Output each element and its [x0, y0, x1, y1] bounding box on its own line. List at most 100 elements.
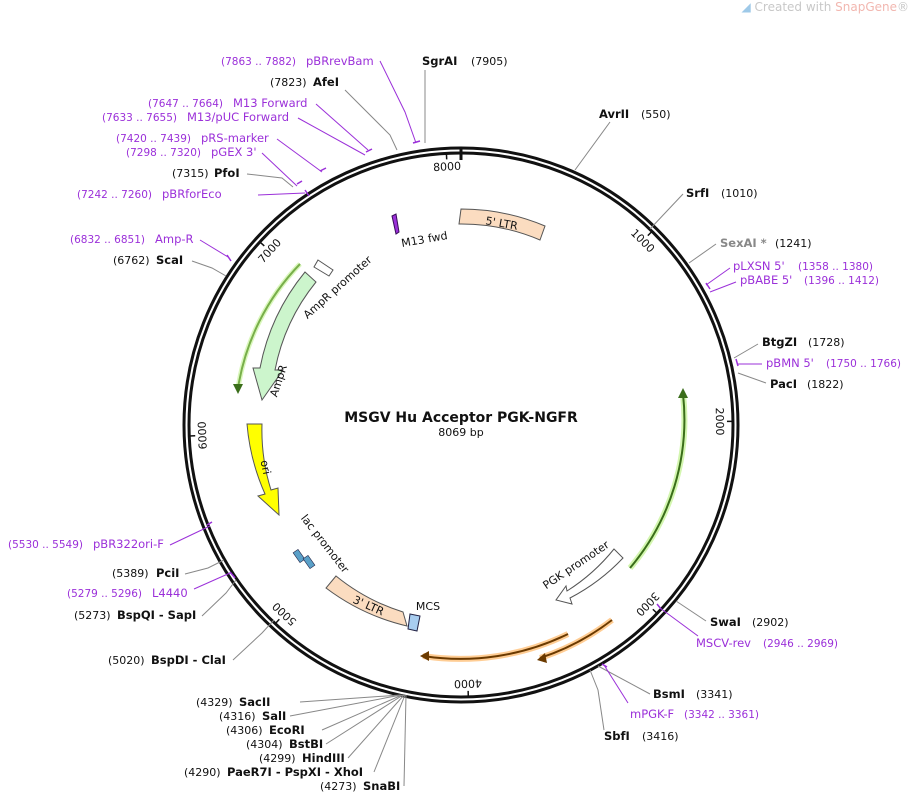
enzyme-sacii-name[interactable]: SacII: [239, 695, 270, 709]
primer-ticks: [206, 140, 739, 668]
ori-label: ori: [258, 459, 274, 476]
leader-paci: [737, 372, 767, 384]
tick-m13fwd: [365, 148, 373, 153]
primer-pbrrevbam-name[interactable]: pBRrevBam: [306, 54, 374, 68]
leader-sbfi: [589, 669, 605, 731]
primer-ampr-range: (6832 .. 6851): [70, 234, 145, 246]
enzyme-swai-name[interactable]: SwaI: [710, 615, 741, 629]
enzyme-afei-name[interactable]: AfeI: [313, 75, 339, 89]
enzyme-afei-pos: (7823): [270, 76, 307, 89]
watermark-brand: SnapGene: [835, 0, 897, 14]
primer-ampr-name[interactable]: Amp-R: [155, 232, 194, 246]
enzyme-bsmi-name[interactable]: BsmI: [653, 687, 685, 701]
leader-bsmi: [597, 665, 651, 695]
leader-pbrforeco: [257, 192, 306, 196]
enzyme-srfi-name[interactable]: SrfI: [686, 186, 709, 200]
enzyme-pcii-pos: (5389): [112, 567, 149, 580]
enzyme-avrii-name[interactable]: AvrII: [599, 107, 629, 121]
leader-hindiii: [347, 694, 405, 759]
ampr-feature[interactable]: [252, 271, 317, 402]
enzyme-srfi-pos: (1010): [721, 187, 758, 200]
primer-pbmn-range: (1750 .. 1766): [826, 358, 901, 370]
leader-msgvrev: [659, 607, 699, 637]
primer-plxsn-range: (1358 .. 1380): [798, 261, 873, 273]
tick-label-6000: 6000: [196, 421, 210, 450]
primer-pgex3-name[interactable]: pGEX 3': [211, 145, 257, 159]
leader-sali: [289, 694, 402, 717]
orange-cds-2[interactable]: [422, 633, 569, 660]
enzyme-hindiii-name[interactable]: HindIII: [302, 751, 345, 765]
watermark-logo-icon: ◢: [741, 0, 751, 14]
green-cds-right[interactable]: [629, 393, 686, 569]
primer-mpgkf-range: (3342 .. 3361): [684, 709, 759, 721]
primer-pbrrevbam-range: (7863 .. 7882): [221, 56, 296, 68]
primer-pgex3-range: (7298 .. 7320): [126, 147, 201, 159]
leader-srfi: [649, 193, 684, 230]
primer-mpgkf-name[interactable]: mPGK-F: [630, 707, 674, 721]
enzyme-pfoi-name[interactable]: PfoI: [214, 166, 240, 180]
enzyme-paci-pos: (1822): [807, 378, 844, 391]
enzyme-paer7i-name[interactable]: PaeR7I - PspXI - XhoI: [227, 765, 363, 779]
enzyme-sexai-name[interactable]: SexAI *: [720, 236, 767, 250]
leader-bstbi: [325, 694, 404, 745]
enzyme-sali-name[interactable]: SalI: [262, 709, 286, 723]
enzyme-avrii-pos: (550): [641, 108, 671, 121]
enzyme-sacii-pos: (4329): [196, 696, 233, 709]
enzyme-paci-name[interactable]: PacI: [770, 377, 797, 391]
primer-msgvrev-range: (2946 .. 2969): [763, 638, 838, 650]
primer-pbabe-name[interactable]: pBABE 5': [740, 273, 792, 287]
ltr5-label: 5' LTR: [484, 214, 519, 233]
orange-cds-1-arrowhead: [537, 653, 547, 663]
tick-mark-5000: [274, 618, 280, 625]
enzyme-snabi-name[interactable]: SnaBI: [363, 779, 400, 793]
enzyme-bspqi-name[interactable]: BspQI - SapI: [117, 608, 196, 622]
primer-pbmn-name[interactable]: pBMN 5': [766, 356, 814, 370]
tick-pgex3: [296, 180, 303, 185]
m13fwd-feature[interactable]: [391, 213, 400, 235]
tick-label-4000: 4000: [454, 677, 482, 691]
enzyme-sgrai-name[interactable]: SgrAI: [422, 54, 457, 68]
primer-plxsn-name[interactable]: pLXSN 5': [733, 259, 785, 273]
enzyme-ecori-pos: (4306): [226, 724, 263, 737]
plasmid-name: MSGV Hu Acceptor PGK-NGFR: [344, 410, 578, 426]
primer-msgvrev-name[interactable]: MSCV-rev: [696, 636, 751, 650]
leader-pfoi: [246, 173, 294, 188]
primer-m13puc-range: (7633 .. 7655): [102, 112, 177, 124]
enzyme-hindiii-pos: (4299): [259, 752, 296, 765]
enzyme-pcii-name[interactable]: PciI: [156, 566, 179, 580]
enzyme-bstbi-name[interactable]: BstBI: [289, 737, 323, 751]
primer-m13fwd-range: (7647 .. 7664): [148, 98, 223, 110]
primer-m13fwd-name[interactable]: M13 Forward: [233, 96, 307, 110]
pgkpromoter-feature[interactable]: [555, 548, 624, 605]
tick-mark-1000: [647, 230, 653, 237]
primer-pbr322ori-name[interactable]: pBR322ori-F: [93, 537, 164, 551]
leader-bspdi: [232, 619, 275, 661]
lac-site-1[interactable]: [292, 548, 306, 564]
enzyme-sbfi-name[interactable]: SbfI: [604, 729, 630, 743]
amprpromoter-feature[interactable]: [313, 259, 334, 277]
ori-feature[interactable]: [246, 423, 280, 517]
tick-mark-3000: [652, 608, 658, 614]
orange-cds-2-arrowhead: [420, 651, 429, 661]
primer-l4440-name[interactable]: L4440: [152, 586, 188, 600]
leader-avrii: [574, 121, 611, 171]
enzyme-ecori-name[interactable]: EcoRI: [269, 723, 305, 737]
primer-prs-name[interactable]: pRS-marker: [201, 131, 269, 145]
mcs-feature[interactable]: [407, 613, 421, 632]
enzyme-btgzi-name[interactable]: BtgZI: [762, 335, 797, 349]
tick-label-2000: 2000: [713, 407, 726, 435]
enzyme-bspdi-pos: (5020): [108, 654, 145, 667]
lac-site-2[interactable]: [302, 554, 316, 570]
ltr3-label: 3' LTR: [351, 593, 386, 618]
enzyme-scai-name[interactable]: ScaI: [156, 253, 183, 267]
enzyme-bsmi-pos: (3341): [696, 688, 733, 701]
enzyme-sali-pos: (4316): [219, 710, 256, 723]
tick-l4440: [229, 571, 236, 579]
lacpromoter-label: lac promoter: [298, 512, 352, 576]
enzyme-bspdi-name[interactable]: BspDI - ClaI: [151, 653, 226, 667]
ltr3-feature[interactable]: [325, 575, 408, 627]
primer-pbrforeco-name[interactable]: pBRforEco: [162, 187, 222, 201]
primer-m13puc-name[interactable]: M13/pUC Forward: [187, 110, 289, 124]
ltr5-feature[interactable]: [458, 208, 546, 241]
primer-l4440-range: (5279 .. 5296): [67, 588, 142, 600]
